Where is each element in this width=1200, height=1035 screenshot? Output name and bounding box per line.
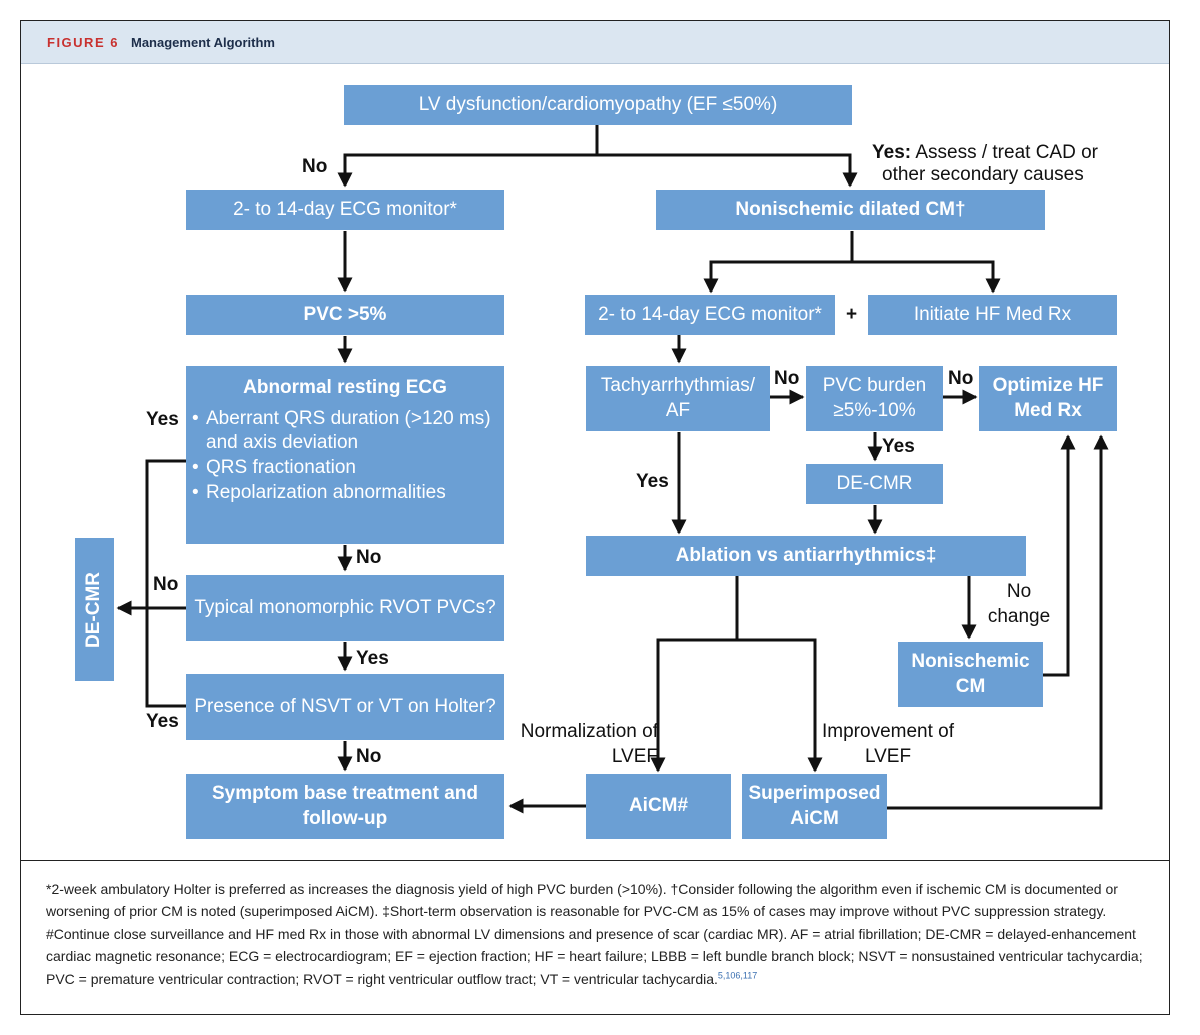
criterion-repolarization: Repolarization abnormalities — [192, 481, 498, 506]
abnormal-ecg-title: Abnormal resting ECG — [243, 377, 447, 398]
pvc-over-5-box: PVC >5% — [186, 295, 504, 335]
label-no-rvot: No — [153, 574, 179, 595]
figure-legend: *2-week ambulatory Holter is preferred a… — [46, 878, 1146, 990]
nonischemic-dilated-box: Nonischemic dilated CM† — [656, 190, 1045, 230]
label-yes-pvc: Yes — [882, 436, 915, 457]
abnormal-ecg-box: Abnormal resting ECG Aberrant QRS durati… — [186, 366, 504, 544]
label-normalization: Normalization of LVEF — [520, 721, 658, 767]
label-no-tachy: No — [774, 368, 800, 389]
legend-refs: 5,106,117 — [717, 969, 758, 980]
label-yes-abnormal: Yes — [146, 409, 179, 430]
label-improvement: Improvement of LVEF — [822, 721, 954, 767]
abnormal-ecg-criteria: Aberrant QRS duration (>120 ms) and axis… — [192, 407, 498, 506]
label-yes-assess: Yes: Assess / treat CAD or — [872, 141, 1098, 166]
de-cmr-left-label: DE-CMR — [83, 571, 105, 648]
label-no-abnormal: No — [356, 547, 382, 568]
initiate-hf-box: Initiate HF Med Rx — [868, 295, 1117, 335]
criterion-qrs-duration: Aberrant QRS duration (>120 ms) and axis… — [192, 407, 498, 456]
label-other-causes: other secondary causes — [882, 164, 1084, 185]
de-cmr-left-box: DE-CMR — [75, 538, 114, 681]
ecg-monitor-right-box: 2- to 14-day ECG monitor* — [585, 295, 835, 335]
label-yes-tachy: Yes — [636, 471, 669, 492]
label-no-top: No — [302, 156, 328, 177]
pvc-burden-box: PVC burden ≥5%-10% — [806, 366, 943, 431]
footer-separator — [20, 860, 1170, 861]
symptom-treatment-box: Symptom base treatment and follow-up — [186, 774, 504, 839]
figure-frame: FIGURE 6 Management Algorithm — [20, 20, 1170, 1015]
tachyarrhythmias-box: Tachyarrhythmias/ AF — [586, 366, 770, 431]
label-yes-bold: Yes: — [872, 142, 912, 163]
de-cmr-right-box: DE-CMR — [806, 464, 943, 504]
figure-label: FIGURE 6 — [47, 35, 119, 50]
ablation-box: Ablation vs antiarrhythmics‡ — [586, 536, 1026, 576]
label-assess-text: Assess / treat CAD or — [911, 142, 1098, 163]
label-no-nsvt: No — [356, 746, 382, 767]
label-no-pvc: No — [948, 368, 974, 389]
label-no-change: No change — [987, 581, 1051, 627]
nsvt-box: Presence of NSVT or VT on Holter? — [186, 674, 504, 740]
superimposed-aicm-box: Superimposed AiCM — [742, 774, 887, 839]
lv-dysfunction-box: LV dysfunction/cardiomyopathy (EF ≤50%) — [344, 85, 852, 125]
nonischemic-cm-box: Nonischemic CM — [898, 642, 1043, 707]
label-yes-nsvt: Yes — [146, 711, 179, 732]
criterion-qrs-fractionation: QRS fractionation — [192, 456, 498, 481]
label-yes-rvot: Yes — [356, 648, 389, 669]
typical-rvot-box: Typical monomorphic RVOT PVCs? — [186, 575, 504, 641]
figure-header: FIGURE 6 Management Algorithm — [21, 21, 1169, 64]
optimize-hf-box: Optimize HF Med Rx — [979, 366, 1117, 431]
figure-title: Management Algorithm — [131, 35, 275, 50]
label-plus: + — [846, 304, 858, 325]
ecg-monitor-left-box: 2- to 14-day ECG monitor* — [186, 190, 504, 230]
aicm-box: AiCM# — [586, 774, 731, 839]
legend-text: *2-week ambulatory Holter is preferred a… — [46, 881, 1143, 987]
